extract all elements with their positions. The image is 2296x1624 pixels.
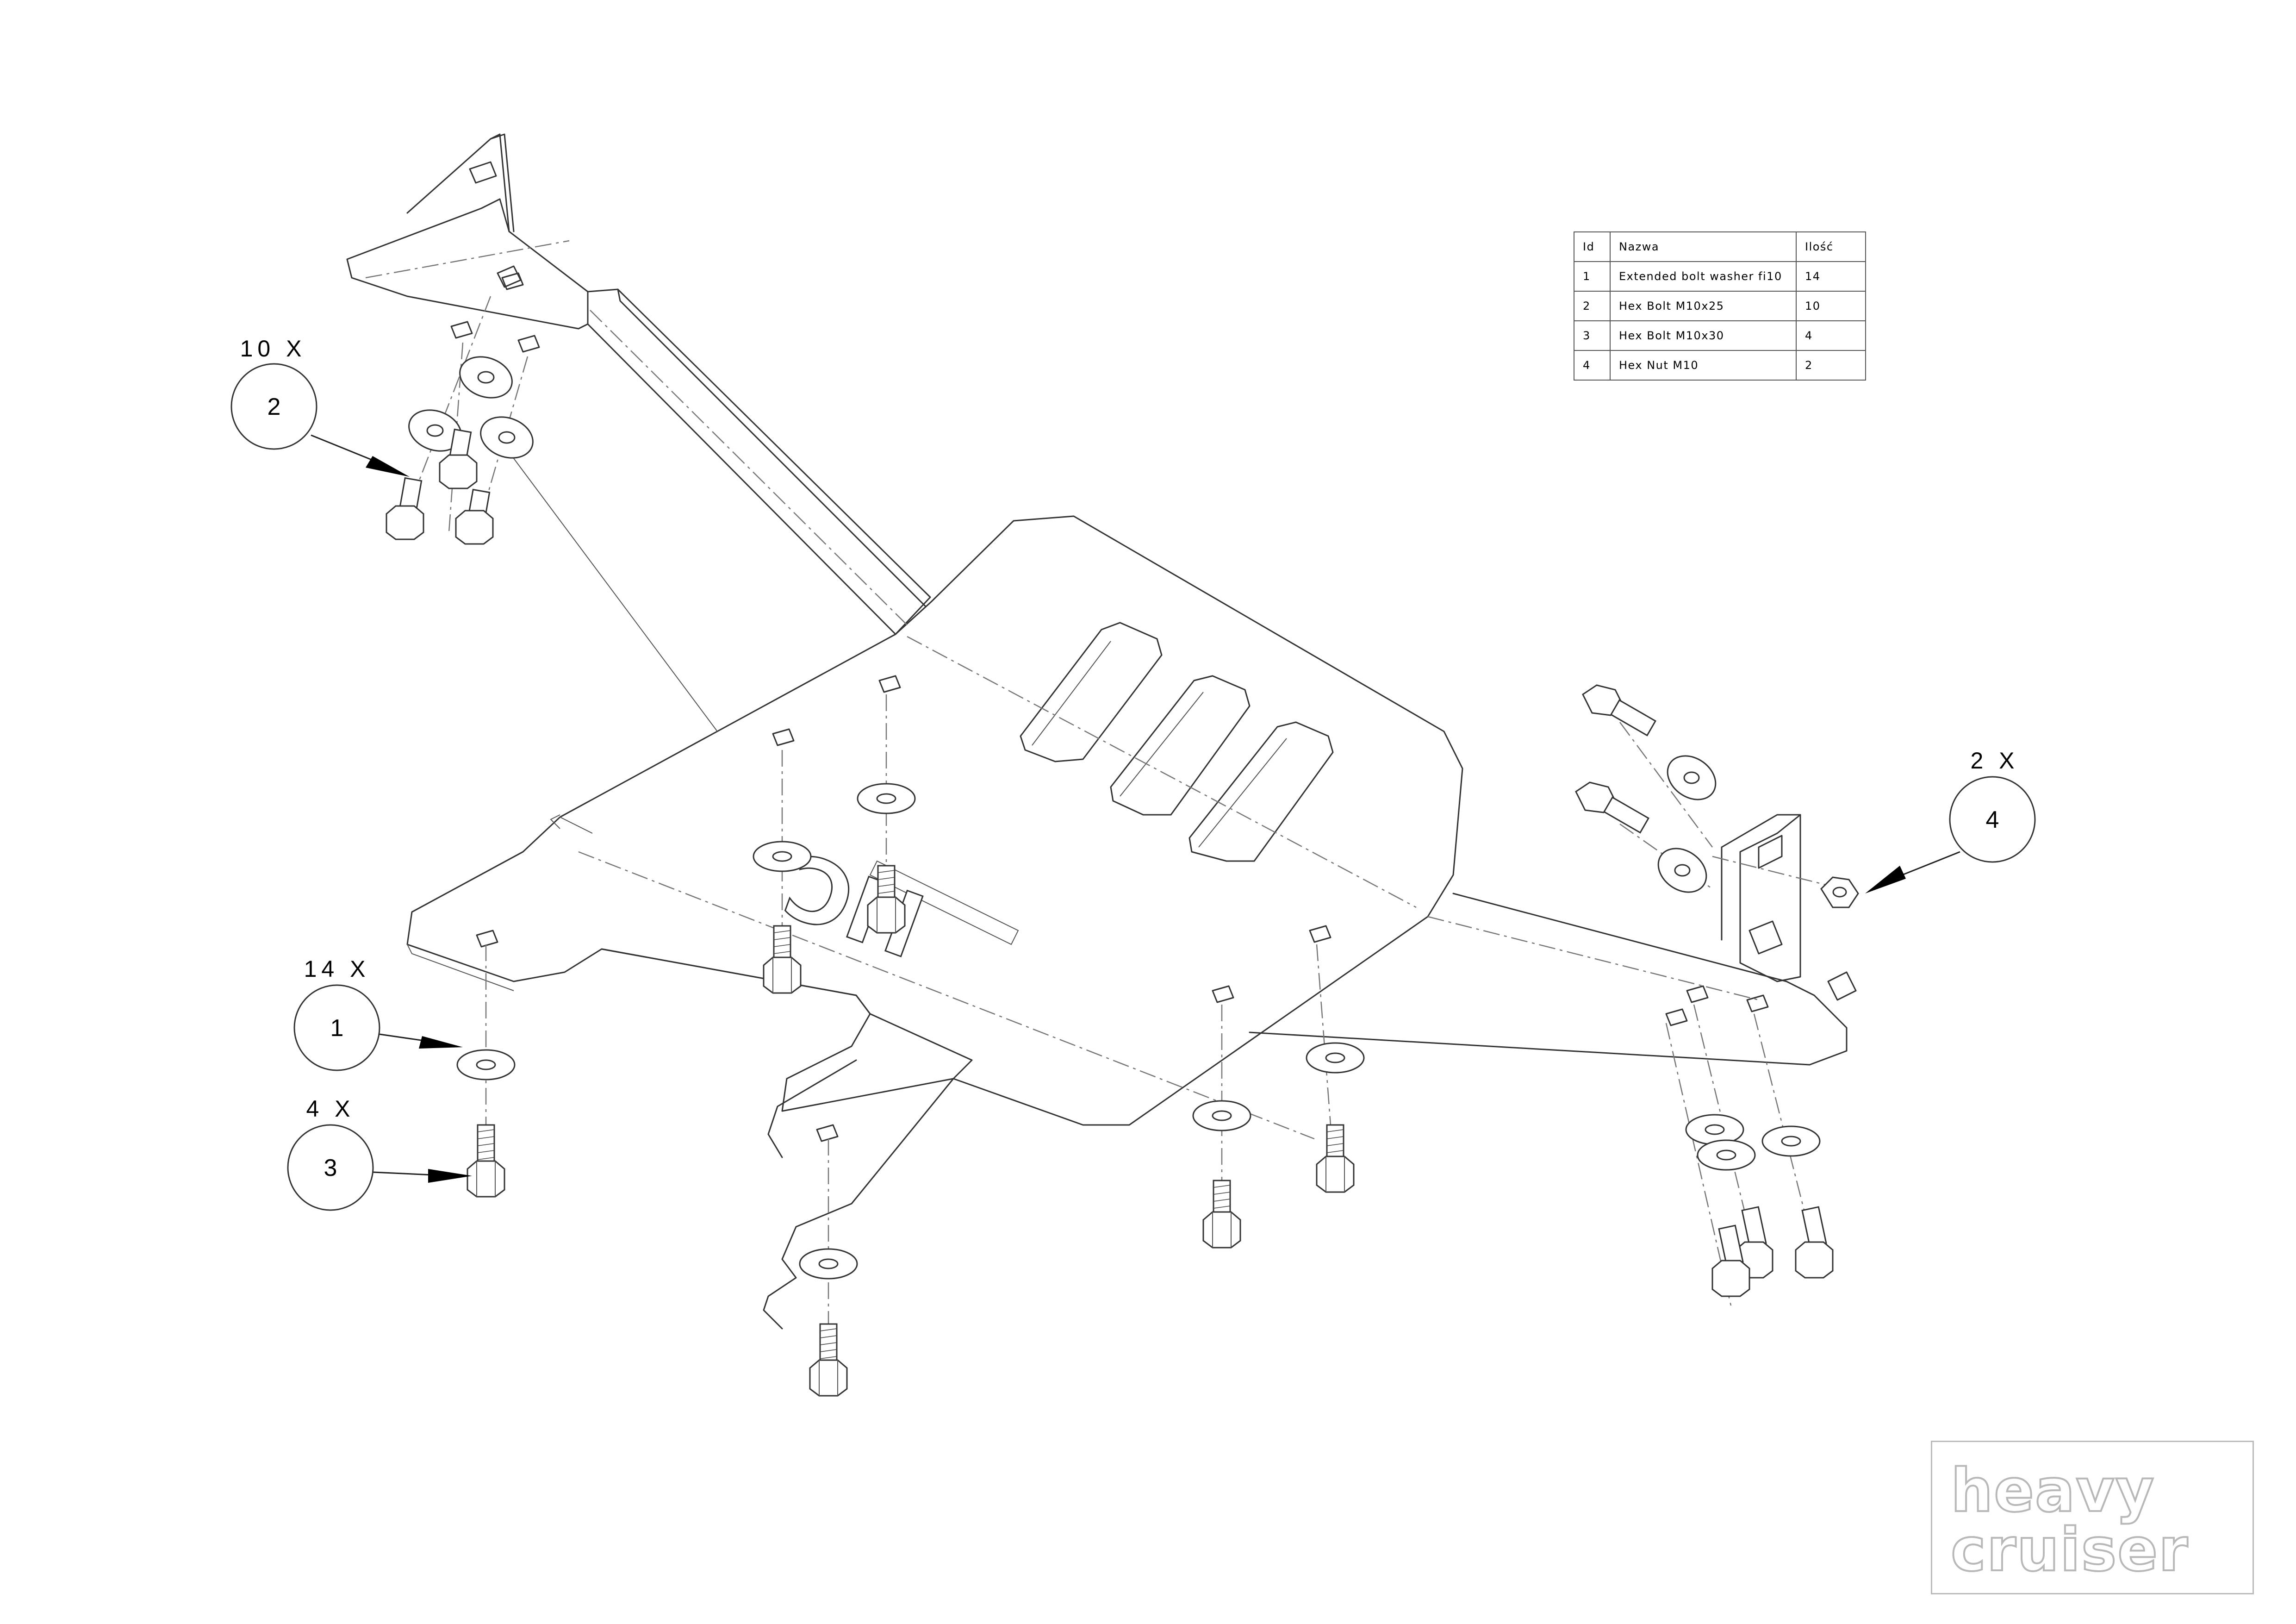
header-qty: Ilość xyxy=(1796,231,1866,262)
right-bracket xyxy=(1739,814,1801,982)
callout-balloon xyxy=(287,1124,374,1211)
washer xyxy=(799,1248,858,1280)
right-mounting-arm xyxy=(1249,814,1857,1066)
callout-number: 4 xyxy=(1986,806,1999,833)
bolts xyxy=(386,428,1834,1397)
header-name: Nazwa xyxy=(1610,231,1797,262)
hex-bolt xyxy=(386,477,424,540)
cell-id: 3 xyxy=(1574,320,1611,351)
washer xyxy=(1685,1114,1744,1145)
cell-id: 2 xyxy=(1574,291,1611,321)
washer xyxy=(480,416,534,459)
cell-qty: 4 xyxy=(1796,320,1866,351)
hex-bolt xyxy=(1575,781,1649,834)
skid-plate-rib-3 xyxy=(1188,721,1334,862)
washer xyxy=(1657,848,1707,893)
table-row: 4 Hex Nut M10 2 xyxy=(1574,350,1866,381)
hex-bolt xyxy=(439,428,478,489)
washer xyxy=(753,841,812,872)
hex-bolt xyxy=(763,925,802,994)
logo-line-1: heavy xyxy=(1950,1456,2155,1525)
cell-id: 1 xyxy=(1574,261,1611,292)
hex-bolt xyxy=(455,488,494,545)
heavy-cruiser-logo: heavy cruiser xyxy=(1931,1441,2254,1594)
cell-name: Hex Bolt M10x30 xyxy=(1610,320,1797,351)
skid-plate-rib-1 xyxy=(1020,622,1163,762)
cell-name: Hex Nut M10 xyxy=(1610,350,1797,381)
cell-qty: 14 xyxy=(1796,261,1866,292)
hex-bolt xyxy=(809,1323,848,1397)
washer xyxy=(1667,755,1717,800)
hex-bolt xyxy=(1316,1124,1355,1193)
table-row: 2 Hex Bolt M10x25 10 xyxy=(1574,291,1866,321)
washer xyxy=(1761,1125,1821,1157)
washer xyxy=(857,783,916,814)
hex-bolt xyxy=(467,1124,505,1198)
hex-nut xyxy=(1820,876,1859,908)
logo-line-2: cruiser xyxy=(1950,1516,2189,1585)
header-id: Id xyxy=(1574,231,1611,262)
callout-3: 3 4 X xyxy=(287,1096,472,1211)
cell-qty: 10 xyxy=(1796,291,1866,321)
cell-id: 4 xyxy=(1574,350,1611,381)
assembly-axis-lines xyxy=(402,296,1842,1370)
parts-table-header-row: Id Nazwa Ilość xyxy=(1574,231,1866,262)
washer xyxy=(1697,1139,1756,1171)
washer xyxy=(1192,1100,1251,1131)
washers xyxy=(408,356,1821,1280)
left-bracket xyxy=(346,198,589,330)
washer xyxy=(408,409,462,452)
washer xyxy=(456,1049,516,1081)
hex-bolt xyxy=(1202,1180,1241,1249)
callout-balloon xyxy=(293,984,380,1071)
callout-1: 1 14 X xyxy=(293,956,463,1071)
cell-name: Hex Bolt M10x25 xyxy=(1610,291,1797,321)
callout-2: 2 10 X xyxy=(230,336,410,477)
callout-quantity: 2 X xyxy=(1970,748,2019,774)
left-mounting-arm xyxy=(346,133,931,635)
parts-list-table: Id Nazwa Ilość 1 Extended bolt washer fi… xyxy=(1574,231,1866,381)
hex-bolt xyxy=(1795,1206,1834,1279)
callout-4: 4 2 X xyxy=(1865,748,2036,893)
table-row: 3 Hex Bolt M10x30 4 xyxy=(1574,320,1866,351)
callout-balloon xyxy=(230,363,317,450)
washer xyxy=(1306,1042,1365,1074)
callout-number: 1 xyxy=(330,1015,344,1042)
callout-number: 3 xyxy=(324,1155,337,1181)
cell-qty: 2 xyxy=(1796,350,1866,381)
skid-plate-rib-2 xyxy=(1110,675,1251,816)
hex-bolt xyxy=(867,865,906,934)
callout-balloon xyxy=(1949,776,2036,863)
skid-plate-left-wing xyxy=(601,948,954,1330)
mounting-slots xyxy=(450,272,1769,1142)
skid-plate-main-body xyxy=(406,515,1463,1126)
callout-number: 2 xyxy=(268,394,281,420)
callout-quantity: 4 X xyxy=(306,1096,355,1122)
cell-name: Extended bolt washer fi10 xyxy=(1610,261,1797,292)
washer xyxy=(459,356,513,399)
hex-bolt xyxy=(1711,1224,1750,1297)
callout-quantity: 14 X xyxy=(304,956,370,982)
callout-quantity: 10 X xyxy=(240,336,306,362)
skid-plate: HC xyxy=(406,515,1463,1330)
hex-bolt xyxy=(1582,684,1656,737)
table-row: 1 Extended bolt washer fi10 14 xyxy=(1574,261,1866,292)
